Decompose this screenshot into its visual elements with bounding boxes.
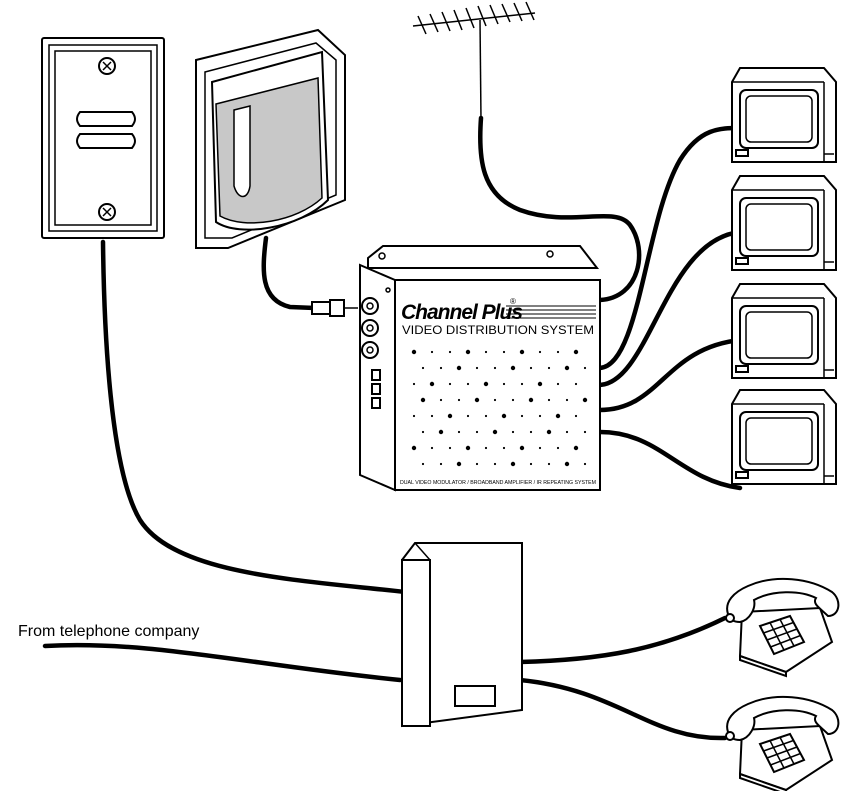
brand-logo: Channel Plus ®	[400, 297, 596, 324]
brand-name: Channel Plus	[401, 301, 522, 324]
device-subtitle: DUAL VIDEO MODULATOR / BROADBAND AMPLIFI…	[400, 480, 596, 486]
monitor-cable-2	[597, 229, 743, 388]
tv-monitor-icon	[731, 67, 837, 163]
rca-plug-icon	[311, 299, 358, 317]
monitor-cable-4	[597, 429, 743, 491]
tv-antenna-icon	[412, 1, 536, 121]
tv-monitor-icon	[731, 283, 837, 379]
device-title: VIDEO DISTRIBUTION SYSTEM	[402, 325, 594, 337]
monitor-cable-3	[597, 337, 743, 413]
phones	[725, 577, 840, 791]
camera-cable	[261, 235, 318, 311]
wall-intercom-plate-icon	[41, 37, 165, 239]
monitor-cable-1	[597, 125, 743, 371]
telco-source-label: From telephone company	[18, 623, 199, 640]
telco-incoming-line	[42, 642, 403, 683]
tv-monitor-icon	[731, 175, 837, 271]
video-distribution-box: Channel Plus ® VIDEO DISTRIBUTION SYSTEM…	[359, 245, 601, 492]
desk-telephone-icon	[725, 695, 840, 791]
phone-line-1	[517, 615, 728, 665]
telephone-junction-box-icon	[401, 542, 523, 728]
cables	[42, 115, 743, 741]
antenna-cable	[477, 115, 642, 303]
brand-registered-mark: ®	[510, 297, 516, 306]
speaker-grille	[411, 349, 588, 467]
intercom-cable	[100, 239, 408, 595]
wall-camera-icon	[195, 28, 346, 249]
tv-monitor-icon	[731, 389, 837, 485]
desk-telephone-icon	[725, 577, 840, 678]
phone-line-2	[517, 677, 728, 741]
monitors	[731, 67, 837, 485]
